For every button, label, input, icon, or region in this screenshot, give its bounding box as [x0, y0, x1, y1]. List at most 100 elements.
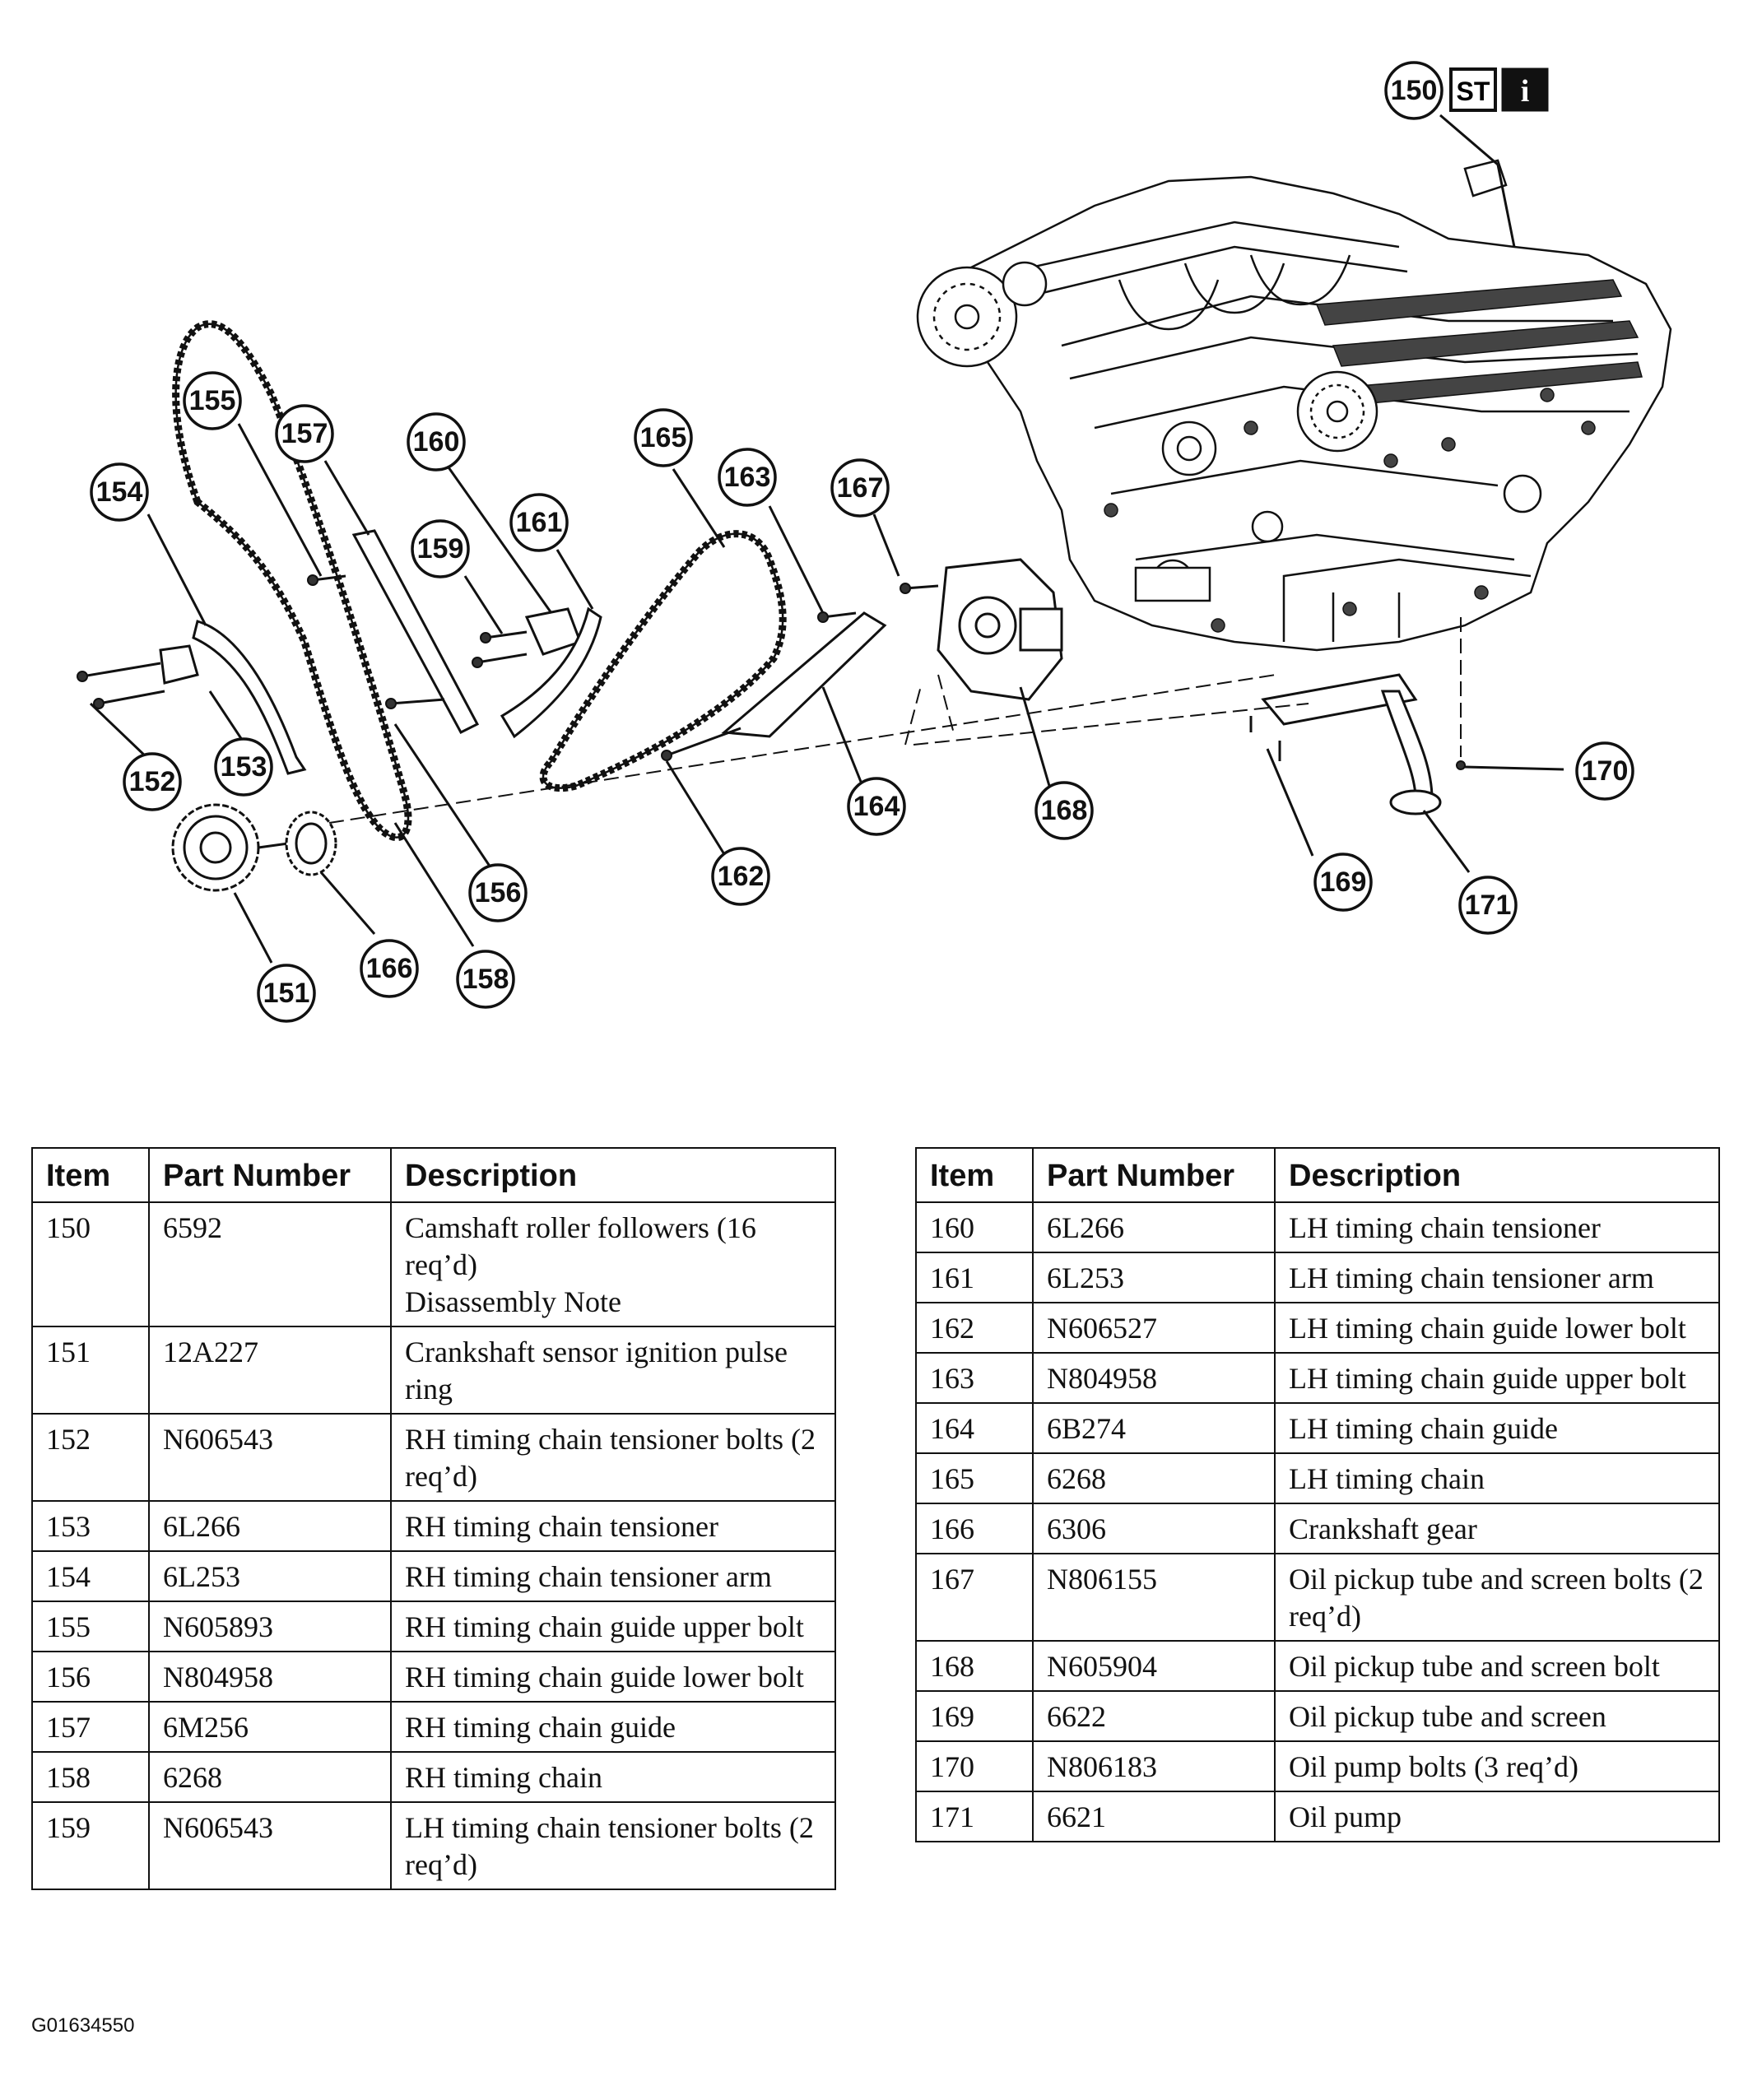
- svg-text:150: 150: [1391, 75, 1438, 106]
- part-number-cell: N606543: [148, 1800, 392, 1890]
- lh-chain-guide: [661, 611, 887, 761]
- part-number-cell: 6622: [1032, 1689, 1276, 1742]
- callout-157: 157: [275, 404, 334, 463]
- figure-id: G01634550: [31, 2014, 135, 2037]
- column-header-description: Description: [1274, 1147, 1720, 1203]
- part-number-cell: 6268: [148, 1750, 392, 1803]
- callout-167: 167: [830, 458, 890, 518]
- lh-tensioner-arm: [500, 606, 602, 739]
- description-cell: RH timing chain: [390, 1750, 836, 1803]
- part-number-cell: N605904: [1032, 1639, 1276, 1692]
- item-cell: 165: [915, 1452, 1034, 1504]
- callout-152: 152: [123, 752, 182, 811]
- description-cell: LH timing chain guide lower bolt: [1274, 1301, 1720, 1354]
- parts-table-left: Item Part Number Description 150 6592 Ca…: [31, 1147, 836, 1890]
- part-number-cell: N804958: [1032, 1351, 1276, 1404]
- table-row: 156 N804958 RH timing chain guide lower …: [31, 1650, 836, 1703]
- description-cell: Oil pickup tube and screen bolt: [1274, 1639, 1720, 1692]
- part-number-cell: 12A227: [148, 1325, 392, 1415]
- svg-text:159: 159: [417, 533, 464, 564]
- svg-text:152: 152: [129, 766, 176, 797]
- engine-block: [916, 159, 1672, 652]
- svg-text:166: 166: [366, 953, 413, 984]
- part-number-cell: N806155: [1032, 1552, 1276, 1642]
- callout-155: 155: [183, 371, 242, 430]
- item-cell: 153: [31, 1499, 150, 1552]
- description-cell: Oil pump: [1274, 1790, 1720, 1842]
- item-cell: 169: [915, 1689, 1034, 1742]
- callout-156: 156: [468, 863, 528, 922]
- table-row: 171 6621 Oil pump: [915, 1790, 1720, 1842]
- table-row: 159 N606543 LH timing chain tensioner bo…: [31, 1800, 836, 1890]
- table-row: 153 6L266 RH timing chain tensioner: [31, 1499, 836, 1552]
- table-header-row: Item Part Number Description: [31, 1147, 836, 1203]
- description-cell: LH timing chain: [1274, 1452, 1720, 1504]
- svg-text:163: 163: [724, 462, 771, 493]
- part-number-cell: N606527: [1032, 1301, 1276, 1354]
- item-cell: 159: [31, 1800, 150, 1890]
- svg-text:165: 165: [640, 422, 687, 453]
- part-number-cell: 6592: [148, 1201, 392, 1327]
- svg-text:i: i: [1521, 74, 1530, 109]
- info-icon: i: [1501, 67, 1549, 112]
- table-row: 163 N804958 LH timing chain guide upper …: [915, 1351, 1720, 1404]
- column-header-part-number: Part Number: [148, 1147, 392, 1203]
- special-tool-badge: ST: [1449, 67, 1497, 112]
- svg-text:170: 170: [1582, 755, 1629, 787]
- item-cell: 152: [31, 1412, 150, 1502]
- description-cell: RH timing chain tensioner arm: [390, 1549, 836, 1602]
- description-cell: RH timing chain tensioner: [390, 1499, 836, 1552]
- description-cell: Oil pump bolts (3 req’d): [1274, 1740, 1720, 1792]
- oil-pump-bolt: [1456, 617, 1466, 770]
- parts-table-right: Item Part Number Description 160 6L266 L…: [915, 1147, 1720, 1842]
- item-cell: 151: [31, 1325, 150, 1415]
- item-cell: 167: [915, 1552, 1034, 1642]
- table-row: 151 12A227 Crankshaft sensor ignition pu…: [31, 1325, 836, 1415]
- item-cell: 171: [915, 1790, 1034, 1842]
- disassembly-note-link[interactable]: Disassembly Note: [405, 1285, 621, 1318]
- item-cell: 155: [31, 1600, 150, 1652]
- column-header-item: Item: [915, 1147, 1034, 1203]
- svg-text:161: 161: [516, 507, 563, 538]
- part-number-cell: 6L266: [148, 1499, 392, 1552]
- callout-154: 154: [90, 462, 149, 522]
- part-number-cell: 6268: [1032, 1452, 1276, 1504]
- svg-text:164: 164: [853, 791, 900, 822]
- table-row: 168 N605904 Oil pickup tube and screen b…: [915, 1639, 1720, 1692]
- item-cell: 162: [915, 1301, 1034, 1354]
- part-number-cell: N804958: [148, 1650, 392, 1703]
- item-cell: 163: [915, 1351, 1034, 1404]
- column-header-description: Description: [390, 1147, 836, 1203]
- description-cell: Oil pickup tube and screen bolts (2 req’…: [1274, 1552, 1720, 1642]
- svg-text:160: 160: [413, 426, 460, 458]
- part-number-cell: N606543: [148, 1412, 392, 1502]
- svg-text:169: 169: [1320, 866, 1367, 898]
- crank-pulse-ring: [171, 803, 289, 892]
- part-number-cell: 6L266: [1032, 1201, 1276, 1253]
- table-row: 164 6B274 LH timing chain guide: [915, 1401, 1720, 1454]
- rh-timing-chain: [172, 320, 412, 842]
- svg-text:162: 162: [718, 861, 765, 892]
- callout-153: 153: [214, 737, 273, 797]
- table-row: 162 N606527 LH timing chain guide lower …: [915, 1301, 1720, 1354]
- item-cell: 166: [915, 1502, 1034, 1554]
- item-cell: 158: [31, 1750, 150, 1803]
- callout-160: 160: [407, 412, 466, 472]
- description-cell: RH timing chain tensioner bolts (2 req’d…: [390, 1412, 836, 1502]
- part-number-cell: 6L253: [1032, 1251, 1276, 1303]
- callout-170: 170: [1575, 741, 1634, 801]
- table-row: 165 6268 LH timing chain: [915, 1452, 1720, 1504]
- item-cell: 168: [915, 1639, 1034, 1692]
- callout-168: 168: [1034, 781, 1094, 840]
- table-header-row: Item Part Number Description: [915, 1147, 1720, 1203]
- callout-159: 159: [411, 519, 470, 578]
- column-header-item: Item: [31, 1147, 150, 1203]
- callout-166: 166: [360, 939, 419, 998]
- leader-lines: [89, 114, 1564, 964]
- item-cell: 161: [915, 1251, 1034, 1303]
- callout-161: 161: [509, 493, 569, 552]
- callout-169: 169: [1313, 853, 1373, 912]
- item-cell: 154: [31, 1549, 150, 1602]
- rh-tensioner-arm: [192, 620, 307, 775]
- description-cell: Camshaft roller followers (16 req’d)Disa…: [390, 1201, 836, 1327]
